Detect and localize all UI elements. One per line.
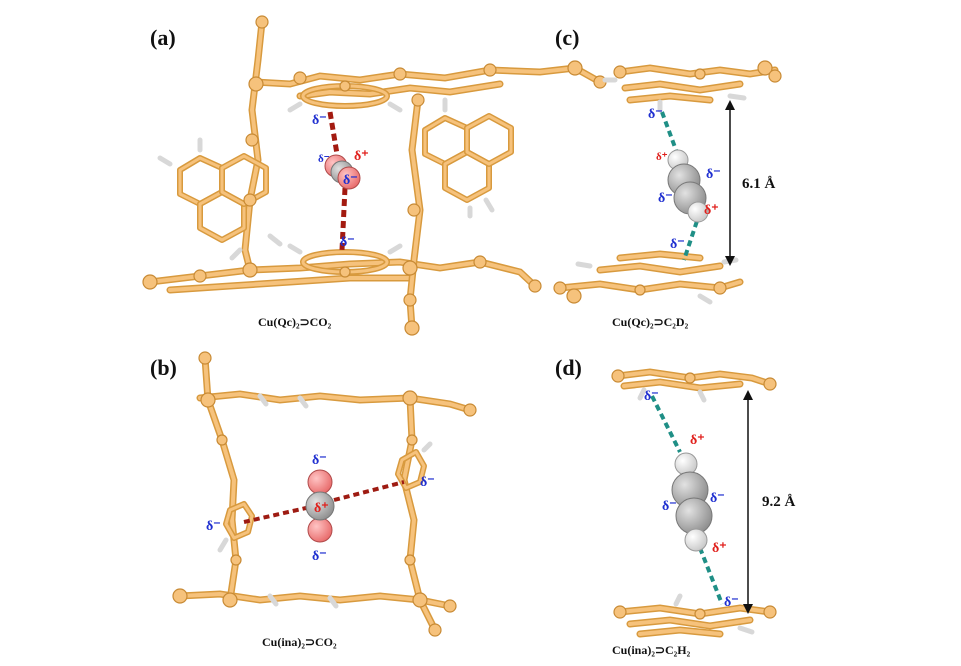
panel-b-co2-molecule: [305, 469, 335, 543]
panel-c-charge-top: δ⁻: [648, 107, 663, 122]
panel-c-label: (c): [555, 25, 579, 50]
panel-c-interaction-top: [660, 111, 678, 151]
panel-a-charge-bottom: δ⁻: [340, 235, 355, 250]
panel-c-c2d2-molecule: [667, 149, 709, 223]
panel-b-charge-right: δ⁻: [420, 475, 435, 490]
panel-a-framework: [142, 15, 607, 336]
panel-a-charge-plus: δ⁺: [354, 149, 369, 164]
panel-d-label: (d): [555, 355, 582, 380]
panel-c-caption: Cu(Qc)₂⊃C₂D₂: [612, 315, 689, 329]
panel-d-distance-label: 9.2 Å: [762, 494, 796, 510]
panel-b-framework: [172, 351, 477, 637]
panel-a-charge-oxygen-left: δ⁻: [318, 153, 330, 165]
panel-a-co2-molecule: [324, 154, 361, 190]
panel-d-charge-c-left: δ⁻: [662, 499, 677, 514]
panel-a-interaction-top: [327, 111, 341, 161]
panel-c-charge-d-top: δ⁺: [656, 151, 668, 163]
panel-b-charge-left: δ⁻: [206, 519, 221, 534]
panel-c-charge-bottom: δ⁻: [670, 237, 685, 252]
panel-d-interaction-top: [650, 395, 682, 453]
panel-b-interaction-left: [243, 506, 307, 524]
panel-d-charge-h-bottom: δ⁺: [712, 541, 727, 556]
panel-a-charge-oxygen-right: δ⁻: [343, 173, 358, 188]
panel-b-charge-oxygen-top: δ⁻: [312, 453, 327, 468]
panel-b-charge-oxygen-bottom: δ⁻: [312, 549, 327, 564]
panel-b-interaction-right: [333, 480, 405, 502]
panel-b-charge-carbon: δ⁺: [314, 501, 329, 516]
panel-b-label: (b): [150, 355, 177, 380]
panel-a: (a): [142, 15, 607, 336]
panel-d-charge-top: δ⁻: [644, 389, 659, 404]
panel-c-framework: [553, 60, 782, 305]
panel-a-label: (a): [150, 25, 176, 50]
panel-c-charge-c-left: δ⁻: [658, 191, 673, 206]
panel-d-charge-c-right: δ⁻: [710, 491, 725, 506]
panel-c-charge-d-bottom: δ⁺: [704, 203, 719, 218]
panel-a-charge-top: δ⁻: [312, 113, 327, 128]
panel-a-caption: Cu(Qc)₂⊃CO₂: [258, 315, 332, 329]
panel-c-distance-arrow: [725, 100, 735, 266]
panel-c-charge-c-right: δ⁻: [706, 167, 721, 182]
panel-d-c2h2-molecule: [671, 452, 713, 552]
panel-d: (d): [555, 355, 796, 657]
panel-d-charge-bottom: δ⁻: [724, 595, 739, 610]
panel-b-caption: Cu(ina)₂⊃CO₂: [262, 635, 337, 649]
panel-c-interaction-bottom: [682, 211, 702, 261]
panel-d-interaction-bottom: [698, 547, 724, 605]
panel-b: (b): [150, 351, 477, 649]
panel-d-charge-h-top: δ⁺: [690, 433, 705, 448]
panel-c: (c): [553, 25, 782, 329]
panel-d-distance-arrow: [743, 390, 753, 614]
panel-d-caption: Cu(ina)₂⊃C₂H₂: [612, 643, 691, 657]
panel-c-distance-label: 6.1 Å: [742, 176, 776, 192]
